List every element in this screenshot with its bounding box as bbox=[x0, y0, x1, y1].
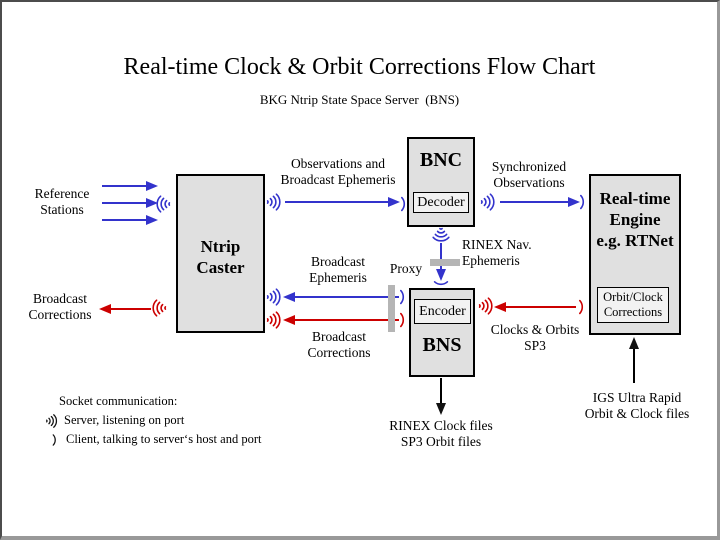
proxy-horizontal-bar bbox=[430, 259, 460, 266]
encoder-box: Encoder bbox=[414, 299, 471, 324]
page-title: Real-time Clock & Orbit Corrections Flow… bbox=[123, 54, 596, 80]
proxy-label: Proxy bbox=[389, 261, 423, 276]
arrow-caster-bnc-line bbox=[285, 201, 388, 203]
rinex-clock-files-label: RINEX Clock files SP3 Orbit files bbox=[389, 418, 493, 449]
arrow-refstation-1-head bbox=[146, 181, 158, 191]
legend-server-text: Server, listening on port bbox=[64, 413, 185, 427]
socket-client-icon bbox=[431, 279, 451, 289]
arrow-bnc-bns-head bbox=[436, 269, 446, 281]
arrow-corrections-out-head bbox=[99, 304, 111, 314]
reference-stations-label: Reference Stations bbox=[34, 186, 90, 217]
socket-server-icon bbox=[43, 413, 59, 429]
observations-ephemeris-label: Observations and Broadcast Ephemeris bbox=[280, 156, 396, 187]
socket-server-icon bbox=[263, 287, 283, 307]
socket-server-icon bbox=[477, 192, 497, 212]
socket-server-icon bbox=[431, 224, 451, 244]
socket-server-icon bbox=[263, 310, 283, 330]
socket-client-icon bbox=[398, 287, 408, 307]
arrow-bnc-bns-line bbox=[440, 243, 442, 270]
arrow-refstation-3-head bbox=[146, 215, 158, 225]
broadcast-corrections-mid-label: Broadcast Corrections bbox=[307, 329, 371, 360]
arrow-bns-files-head bbox=[436, 403, 446, 415]
socket-client-icon bbox=[399, 194, 409, 214]
arrow-bnc-rtengine-head bbox=[568, 197, 580, 207]
encoder-label: Encoder bbox=[419, 303, 466, 319]
socket-client-icon bbox=[577, 297, 587, 317]
legend-title: Socket communication: bbox=[59, 394, 178, 408]
clocks-orbits-sp3-label: Clocks & Orbits SP3 bbox=[490, 322, 580, 353]
arrow-ephemeris-line bbox=[295, 296, 399, 298]
arrow-refstation-2-line bbox=[102, 202, 146, 204]
socket-server-icon bbox=[154, 194, 174, 214]
page-subtitle: BKG Ntrip State Space Server (BNS) bbox=[259, 92, 460, 107]
igs-ultra-rapid-label: IGS Ultra Rapid Orbit & Clock files bbox=[584, 390, 690, 421]
bnc-label: BNC bbox=[419, 149, 463, 171]
socket-server-icon bbox=[263, 192, 283, 212]
arrow-clocks-orbits-head bbox=[494, 302, 506, 312]
rt-engine-label: Real-time Engine e.g. RTNet bbox=[596, 189, 674, 250]
bns-label: BNS bbox=[422, 334, 462, 356]
decoder-box: Decoder bbox=[413, 192, 469, 213]
ntrip-caster-box: Ntrip Caster bbox=[176, 174, 265, 333]
socket-server-icon bbox=[475, 296, 495, 316]
orbit-clock-corrections-label: Orbit/Clock Corrections bbox=[603, 290, 663, 319]
rinex-nav-ephemeris-label: RINEX Nav. Ephemeris bbox=[462, 237, 532, 268]
legend-client-text: Client, talking to server‘s host and por… bbox=[66, 432, 262, 446]
arrow-corrections-out-line bbox=[111, 308, 151, 310]
arrow-refstation-2-head bbox=[146, 198, 158, 208]
orbit-clock-corrections-box: Orbit/Clock Corrections bbox=[597, 287, 669, 323]
synchronized-observations-label: Synchronized Observations bbox=[491, 159, 567, 190]
socket-client-icon bbox=[398, 310, 408, 330]
socket-client-icon bbox=[578, 192, 588, 212]
socket-server-icon bbox=[150, 298, 170, 318]
arrow-refstation-1-line bbox=[102, 185, 146, 187]
arrow-bnc-rtengine-line bbox=[500, 201, 568, 203]
arrow-bns-files-line bbox=[440, 378, 442, 403]
arrow-refstation-3-line bbox=[102, 219, 146, 221]
proxy-vertical-bar bbox=[388, 285, 395, 332]
arrow-corrections-mid-head bbox=[283, 315, 295, 325]
arrow-igs-rtengine-head bbox=[629, 337, 639, 349]
arrow-corrections-mid-line bbox=[295, 319, 399, 321]
bnc-box: BNC Decoder bbox=[407, 137, 475, 227]
arrow-caster-bnc-head bbox=[388, 197, 400, 207]
decoder-label: Decoder bbox=[417, 194, 465, 210]
bns-box: Encoder BNS bbox=[409, 288, 475, 377]
arrow-ephemeris-head bbox=[283, 292, 295, 302]
ntrip-caster-label: Ntrip Caster bbox=[196, 236, 245, 277]
socket-client-icon bbox=[51, 432, 59, 448]
broadcast-ephemeris-label: Broadcast Ephemeris bbox=[309, 254, 367, 285]
broadcast-corrections-left-label: Broadcast Corrections bbox=[28, 291, 92, 322]
arrow-clocks-orbits-line bbox=[506, 306, 576, 308]
arrow-igs-rtengine-line bbox=[633, 349, 635, 383]
rt-engine-box: Real-time Engine e.g. RTNet Orbit/Clock … bbox=[589, 174, 681, 335]
